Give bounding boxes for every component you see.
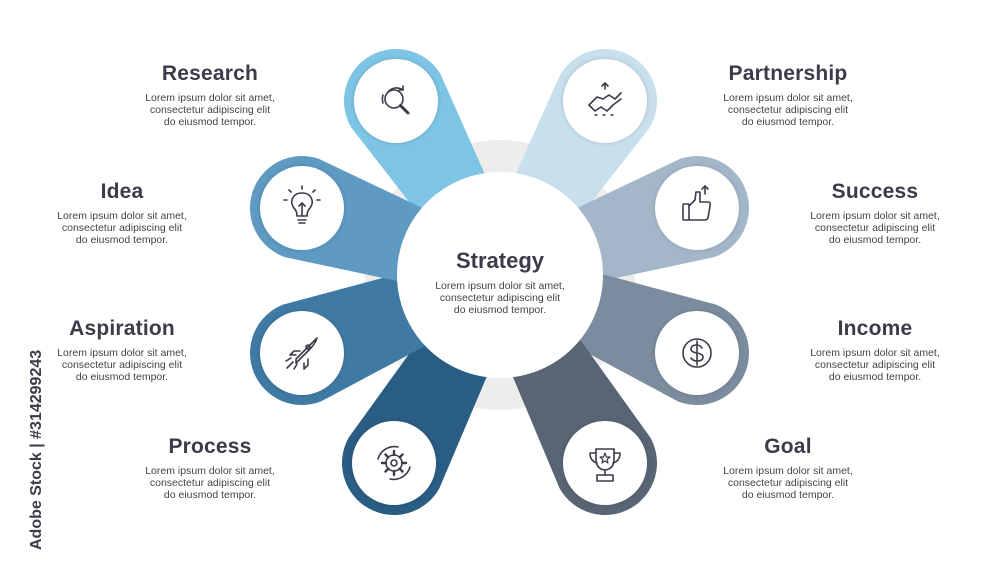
gear-cycle-icon xyxy=(377,445,411,481)
label-description: Lorem ipsum dolor sit amet, consectetur … xyxy=(57,347,187,383)
magnifier-refresh-icon xyxy=(381,85,410,115)
label-title: Idea xyxy=(100,180,144,203)
label-income: Income Lorem ipsum dolor sit amet, conse… xyxy=(790,317,960,383)
thumbs-up-icon xyxy=(682,185,712,221)
petal-disc-research xyxy=(354,59,438,143)
dollar-coin-icon xyxy=(682,338,712,368)
petal-disc-goal xyxy=(563,421,647,505)
label-goal: Goal Lorem ipsum dolor sit amet, consect… xyxy=(703,435,873,501)
label-title: Process xyxy=(168,435,252,458)
label-description: Lorem ipsum dolor sit amet, consectetur … xyxy=(723,92,853,128)
label-title: Partnership xyxy=(728,62,848,85)
label-research: Research Lorem ipsum dolor sit amet, con… xyxy=(125,62,295,128)
center-description: Lorem ipsum dolor sit amet, consectetur … xyxy=(435,280,565,316)
center-label: Strategy Lorem ipsum dolor sit amet, con… xyxy=(410,248,590,316)
lightbulb-icon xyxy=(283,185,321,224)
petal-disc-partnership xyxy=(563,59,647,143)
label-description: Lorem ipsum dolor sit amet, consectetur … xyxy=(145,465,275,501)
label-process: Process Lorem ipsum dolor sit amet, cons… xyxy=(125,435,295,501)
label-title: Income xyxy=(837,317,913,340)
rocket-icon xyxy=(285,337,318,370)
label-title: Goal xyxy=(764,435,812,458)
label-aspiration: Aspiration Lorem ipsum dolor sit amet, c… xyxy=(37,317,207,383)
label-partnership: Partnership Lorem ipsum dolor sit amet, … xyxy=(703,62,873,128)
label-description: Lorem ipsum dolor sit amet, consectetur … xyxy=(810,347,940,383)
trophy-icon xyxy=(589,448,621,482)
watermark-text: Adobe Stock | #314299243 xyxy=(28,349,45,550)
label-idea: Idea Lorem ipsum dolor sit amet, consect… xyxy=(37,180,207,246)
label-description: Lorem ipsum dolor sit amet, consectetur … xyxy=(723,465,853,501)
handshake-icon xyxy=(588,82,622,116)
petal-disc-success xyxy=(655,166,739,250)
label-title: Aspiration xyxy=(69,317,175,340)
center-disc xyxy=(397,172,603,378)
label-description: Lorem ipsum dolor sit amet, consectetur … xyxy=(145,92,275,128)
label-description: Lorem ipsum dolor sit amet, consectetur … xyxy=(810,210,940,246)
label-title: Success xyxy=(831,180,919,203)
label-title: Research xyxy=(161,62,259,85)
label-description: Lorem ipsum dolor sit amet, consectetur … xyxy=(57,210,187,246)
center-title: Strategy xyxy=(455,248,545,273)
label-success: Success Lorem ipsum dolor sit amet, cons… xyxy=(790,180,960,246)
watermark: Adobe Stock | #314299243 xyxy=(4,320,45,550)
petal-disc-process xyxy=(352,421,436,505)
